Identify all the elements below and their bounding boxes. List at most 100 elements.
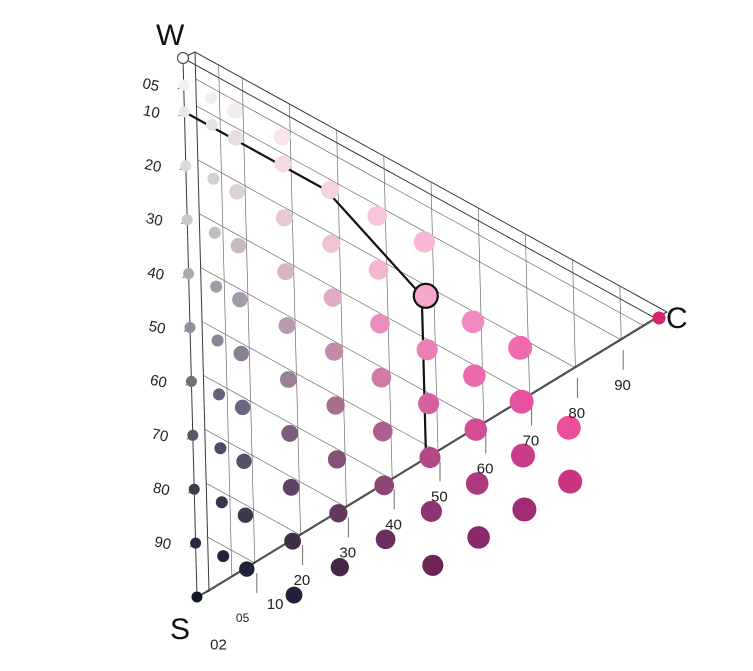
blackness-label: 40 bbox=[146, 264, 166, 284]
color-sample-dot[interactable] bbox=[511, 443, 535, 468]
color-sample-dot[interactable] bbox=[467, 526, 490, 549]
color-sample-dot[interactable] bbox=[284, 532, 302, 550]
color-sample-dot[interactable] bbox=[508, 335, 533, 360]
grid-line-chromaticness bbox=[218, 64, 233, 578]
color-sample-dot[interactable] bbox=[512, 497, 537, 522]
color-sample-dot[interactable] bbox=[273, 128, 291, 146]
color-sample-dot[interactable] bbox=[375, 529, 396, 550]
grid-line-blackness bbox=[203, 375, 393, 480]
color-sample-dot[interactable] bbox=[372, 421, 393, 442]
color-sample-dot[interactable] bbox=[285, 586, 303, 604]
color-sample-dot[interactable] bbox=[184, 322, 196, 333]
chromaticness-label: 10 bbox=[267, 596, 284, 613]
blackness-label: 20 bbox=[143, 156, 163, 176]
color-sample-dot[interactable] bbox=[178, 79, 190, 91]
color-sample-dot[interactable] bbox=[558, 469, 583, 494]
color-sample-dot[interactable] bbox=[420, 500, 442, 522]
color-sample-dot[interactable] bbox=[229, 184, 245, 200]
color-sample-dot[interactable] bbox=[413, 231, 435, 253]
color-sample-dot[interactable] bbox=[330, 558, 349, 577]
color-sample-dot[interactable] bbox=[237, 507, 254, 523]
color-sample-dot[interactable] bbox=[274, 155, 292, 173]
color-sample-dot[interactable] bbox=[213, 388, 225, 401]
color-sample-dot[interactable] bbox=[329, 504, 348, 523]
blackness-label: 10 bbox=[142, 102, 162, 122]
color-sample-dot[interactable] bbox=[217, 550, 230, 563]
corner-label-black: S bbox=[170, 613, 190, 646]
color-sample-dot[interactable] bbox=[374, 475, 395, 496]
color-sample-dot[interactable] bbox=[205, 91, 218, 104]
color-sample-dot[interactable] bbox=[464, 418, 488, 441]
color-sample-dot[interactable] bbox=[418, 393, 440, 415]
color-sample-dot[interactable] bbox=[230, 237, 247, 254]
color-sample-dot[interactable] bbox=[368, 259, 389, 280]
color-sample-dot[interactable] bbox=[187, 429, 199, 441]
color-sample-dot[interactable] bbox=[323, 288, 342, 307]
color-sample-dot[interactable] bbox=[282, 478, 300, 496]
color-sample-dot[interactable] bbox=[327, 450, 347, 469]
blackness-label: 60 bbox=[149, 372, 169, 392]
color-sample-dot[interactable] bbox=[236, 453, 252, 470]
color-sample-dot[interactable] bbox=[322, 234, 341, 253]
color-sample-dot[interactable] bbox=[320, 180, 340, 200]
color-sample-dot[interactable] bbox=[178, 106, 190, 118]
color-sample-dot[interactable] bbox=[652, 311, 666, 325]
blackness-label: 80 bbox=[151, 479, 171, 499]
color-sample-dot[interactable] bbox=[191, 591, 203, 603]
color-sample-dot[interactable] bbox=[180, 160, 192, 172]
color-sample-dot[interactable] bbox=[214, 442, 227, 455]
blackness-label: 90 bbox=[153, 533, 173, 553]
grid-line-blackness bbox=[206, 482, 301, 536]
nuance-path-line bbox=[183, 110, 428, 458]
color-sample-dot[interactable] bbox=[185, 375, 197, 387]
color-sample-dot[interactable] bbox=[461, 310, 485, 334]
color-sample-dot[interactable] bbox=[207, 172, 220, 185]
color-sample-dot[interactable] bbox=[419, 446, 441, 469]
color-sample-dot[interactable] bbox=[227, 103, 243, 119]
color-sample-dot[interactable] bbox=[556, 415, 581, 440]
color-sample-dot[interactable] bbox=[416, 339, 438, 361]
color-sample-dot[interactable] bbox=[227, 130, 244, 146]
color-sample-dot[interactable] bbox=[208, 226, 221, 239]
corner-label-white: W bbox=[156, 19, 185, 52]
grid-line-blackness bbox=[196, 105, 622, 341]
color-sample-dot[interactable] bbox=[325, 342, 344, 361]
color-sample-dot[interactable] bbox=[370, 313, 390, 334]
color-sample-dot[interactable] bbox=[281, 424, 299, 442]
nuance-path bbox=[183, 110, 428, 458]
color-sample-dot[interactable] bbox=[181, 214, 193, 226]
color-sample-dot[interactable] bbox=[279, 371, 297, 388]
color-sample-dot[interactable] bbox=[206, 118, 218, 131]
color-sample-dot[interactable] bbox=[233, 345, 249, 362]
color-sample-dot[interactable] bbox=[190, 537, 202, 549]
color-sample-dot[interactable] bbox=[176, 51, 190, 65]
color-sample-dot[interactable] bbox=[278, 317, 296, 335]
blackness-label: 50 bbox=[147, 318, 167, 338]
grid-line-chromaticness bbox=[619, 285, 622, 340]
blackness-label: 70 bbox=[150, 426, 170, 446]
color-sample-dot[interactable] bbox=[239, 561, 255, 577]
color-sample-dot[interactable] bbox=[210, 280, 223, 293]
color-sample-dot[interactable] bbox=[463, 364, 486, 387]
color-sample-dot[interactable] bbox=[465, 472, 489, 495]
corner-label-chromatic: C bbox=[666, 302, 688, 335]
color-sample-dot[interactable] bbox=[183, 268, 195, 280]
selected-sample-dot[interactable] bbox=[412, 282, 439, 309]
color-sample-dot[interactable] bbox=[326, 396, 345, 415]
chromaticness-label: 70 bbox=[523, 433, 540, 450]
chromaticness-label: 05 bbox=[236, 611, 250, 625]
grid-lines bbox=[195, 64, 645, 578]
color-sample-dot[interactable] bbox=[371, 367, 392, 388]
color-sample-dot[interactable] bbox=[277, 263, 295, 281]
color-sample-dot[interactable] bbox=[211, 334, 224, 347]
color-sample-dot[interactable] bbox=[275, 209, 293, 227]
color-sample-dot[interactable] bbox=[367, 206, 388, 226]
color-sample-dot[interactable] bbox=[422, 554, 444, 576]
color-sample-dot[interactable] bbox=[232, 291, 248, 308]
color-sample-dot[interactable] bbox=[215, 496, 228, 509]
color-sample-dot[interactable] bbox=[234, 399, 251, 416]
color-sample-dot[interactable] bbox=[188, 483, 200, 495]
grid-line-blackness bbox=[195, 78, 645, 327]
color-sample-dot[interactable] bbox=[509, 389, 534, 414]
